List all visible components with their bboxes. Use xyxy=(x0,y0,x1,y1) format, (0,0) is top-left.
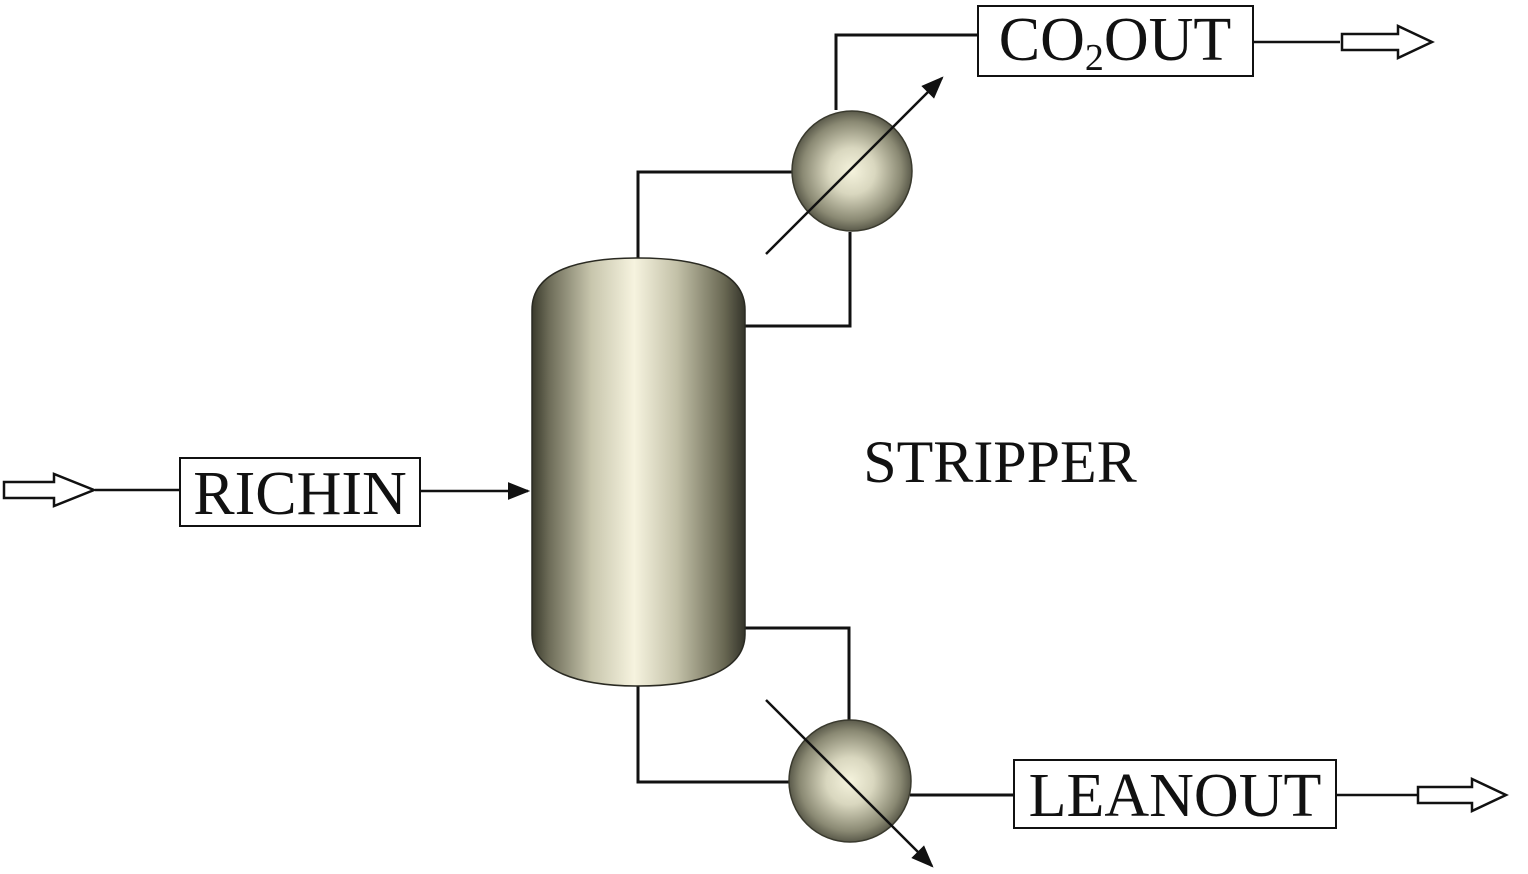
distillation-column-icon[interactable] xyxy=(531,257,746,687)
condenser-utility-arrow xyxy=(765,76,944,255)
hollow-outlet-arrow-icon xyxy=(1340,24,1435,60)
condenser-body[interactable] xyxy=(791,110,913,232)
overhead-line xyxy=(834,33,978,110)
stream-co2out[interactable]: CO2OUT xyxy=(977,5,1254,79)
reflux-line xyxy=(744,232,852,328)
reboiler-body[interactable] xyxy=(788,719,912,843)
column-vessel[interactable] xyxy=(531,257,746,687)
stream-label: CO2OUT xyxy=(999,6,1232,79)
block-label: STRIPPER xyxy=(863,429,1136,495)
hollow-inlet-arrow-icon xyxy=(2,472,98,508)
reboiler-utility-arrow xyxy=(765,699,934,868)
vapor-line xyxy=(636,170,792,258)
stream-box[interactable] xyxy=(179,457,421,527)
stream-label: RICHIN xyxy=(193,460,407,528)
stream-richin[interactable]: RICHIN xyxy=(179,457,421,528)
piping xyxy=(95,33,1418,797)
stream-box[interactable] xyxy=(1013,759,1337,829)
stream-label: LEANOUT xyxy=(1029,762,1322,830)
hollow-outlet-arrow-icon xyxy=(1416,777,1509,813)
bottoms-draw-line xyxy=(636,684,790,784)
boilup-line xyxy=(744,626,851,722)
stream-leanout[interactable]: LEANOUT xyxy=(1013,759,1337,830)
condenser-heat-exchanger-icon[interactable] xyxy=(765,76,944,255)
reboiler-heat-exchanger-icon[interactable] xyxy=(765,699,934,868)
stream-box[interactable] xyxy=(977,5,1254,77)
